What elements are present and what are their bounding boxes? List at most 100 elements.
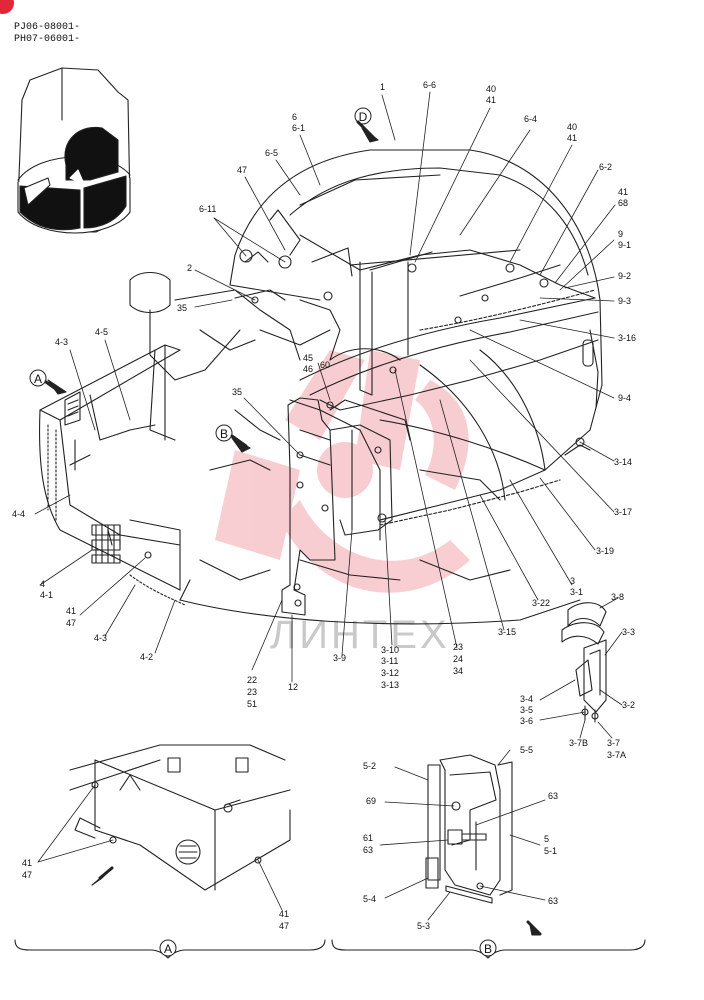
callout-41-e: 41 xyxy=(22,858,32,868)
view-letter-d: D xyxy=(359,110,368,124)
callout-3-19: 3-19 xyxy=(596,546,614,556)
callout-3-9: 3-9 xyxy=(333,653,346,663)
callout-5-4: 5-4 xyxy=(363,894,376,904)
callout-3-8: 3-8 xyxy=(611,592,624,602)
callout-3-14: 3-14 xyxy=(614,457,632,467)
callout-41-c: 41 xyxy=(618,187,628,197)
callout-63: 63 xyxy=(548,791,558,801)
callout-4-2: 4-2 xyxy=(140,652,153,662)
callout-12: 12 xyxy=(288,682,298,692)
callout-6-5: 6-5 xyxy=(265,148,278,158)
callout-9-2: 9-2 xyxy=(618,271,631,281)
callout-9-1: 9-1 xyxy=(618,240,631,250)
callout-68: 68 xyxy=(618,198,628,208)
callout-3: 3 xyxy=(570,576,575,586)
callout-2: 2 xyxy=(187,263,192,273)
center-frame-structure xyxy=(129,271,581,625)
callout-41: 41 xyxy=(486,95,496,105)
overview-inset-icon xyxy=(17,67,131,234)
callout-41-d: 41 xyxy=(66,606,76,616)
callout-5-3: 5-3 xyxy=(417,921,430,931)
rear-cover-left xyxy=(38,344,186,606)
callout-40: 40 xyxy=(486,84,496,94)
callout-3-16: 3-16 xyxy=(618,333,636,343)
callout-6-6: 6-6 xyxy=(423,80,436,90)
callout-3-10: 3-10 xyxy=(381,645,399,655)
page-marker-badge xyxy=(0,0,14,14)
callout-9-4: 9-4 xyxy=(618,393,631,403)
callout-5-1: 5-1 xyxy=(544,846,557,856)
callout-3-12: 3-12 xyxy=(381,668,399,678)
serial-range-line-1: PJ06-08001- xyxy=(14,22,81,33)
callout-51: 51 xyxy=(247,699,257,709)
watermark-text: ЛИНТЕХ xyxy=(270,613,450,657)
callout-6-11: 6-11 xyxy=(199,204,216,214)
callout-46: 46 xyxy=(303,364,313,374)
callout-1: 1 xyxy=(380,82,385,92)
callout-3-2: 3-2 xyxy=(622,700,635,710)
engine-hood-assembly xyxy=(229,149,603,541)
callout-labels: 1 6-6 40 41 6 6-1 6-4 40 41 6-5 47 6-2 4… xyxy=(12,80,636,931)
callout-45: 45 xyxy=(303,353,313,363)
detail-a-letter: A xyxy=(164,942,172,956)
detail-part-3-8 xyxy=(561,602,607,723)
callout-63-b: 63 xyxy=(363,845,373,855)
view-letter-a: A xyxy=(34,372,42,386)
callout-6-1: 6-1 xyxy=(292,123,305,133)
callout-3-6: 3-6 xyxy=(520,716,533,726)
callout-35: 35 xyxy=(177,303,187,313)
callout-60: 60 xyxy=(320,360,330,370)
callout-9: 9 xyxy=(618,229,623,239)
callout-6-2: 6-2 xyxy=(599,162,612,172)
callout-3-11: 3-11 xyxy=(381,656,398,666)
callout-23: 23 xyxy=(453,642,463,652)
callout-61: 61 xyxy=(363,833,373,843)
callout-3-3: 3-3 xyxy=(622,627,635,637)
callout-34: 34 xyxy=(453,666,463,676)
detail-view-a xyxy=(14,744,326,959)
callout-3-22: 3-22 xyxy=(532,598,550,608)
callout-4-5: 4-5 xyxy=(95,327,108,337)
view-letter-markers: D A B A B xyxy=(29,107,497,957)
callout-3-1: 3-1 xyxy=(570,587,583,597)
callout-47-d: 47 xyxy=(279,921,289,931)
callout-3-5: 3-5 xyxy=(520,705,533,715)
callout-35-b: 35 xyxy=(232,387,242,397)
callout-22: 22 xyxy=(247,675,257,685)
callout-5-5: 5-5 xyxy=(520,745,533,755)
callout-3-7b: 3-7B xyxy=(569,738,588,748)
callout-4-4: 4-4 xyxy=(12,509,25,519)
callout-40-b: 40 xyxy=(567,122,577,132)
callout-47-c: 47 xyxy=(22,870,32,880)
callout-41-f: 41 xyxy=(279,909,289,919)
callout-6: 6 xyxy=(292,112,297,122)
view-arrows xyxy=(44,120,379,453)
callout-5: 5 xyxy=(544,834,549,844)
callout-69: 69 xyxy=(366,796,376,806)
serial-range-line-2: PH07-06001- xyxy=(14,34,81,45)
callout-23-b: 23 xyxy=(247,687,257,697)
callout-4-3: 4-3 xyxy=(55,337,68,347)
callout-3-7a: 3-7A xyxy=(607,750,626,760)
callout-3-15: 3-15 xyxy=(498,627,516,637)
callout-47: 47 xyxy=(237,165,247,175)
callout-41-b: 41 xyxy=(567,133,577,143)
callout-3-4: 3-4 xyxy=(520,694,533,704)
detail-view-b xyxy=(331,754,646,959)
view-letter-b: B xyxy=(220,427,228,441)
callout-9-3: 9-3 xyxy=(618,296,631,306)
detail-b-letter: B xyxy=(484,942,492,956)
callout-leader-lines xyxy=(34,91,623,921)
callout-63-c: 63 xyxy=(548,896,558,906)
callout-3-7: 3-7 xyxy=(607,738,620,748)
callout-47-b: 47 xyxy=(66,618,76,628)
watermark-logo: ЛИНТЕХ xyxy=(215,350,470,657)
callout-4: 4 xyxy=(40,579,45,589)
callout-6-4: 6-4 xyxy=(524,114,537,124)
callout-3-17: 3-17 xyxy=(614,507,632,517)
callout-4-1: 4-1 xyxy=(40,590,53,600)
callout-24: 24 xyxy=(453,654,463,664)
callout-4-3-b: 4-3 xyxy=(94,633,107,643)
